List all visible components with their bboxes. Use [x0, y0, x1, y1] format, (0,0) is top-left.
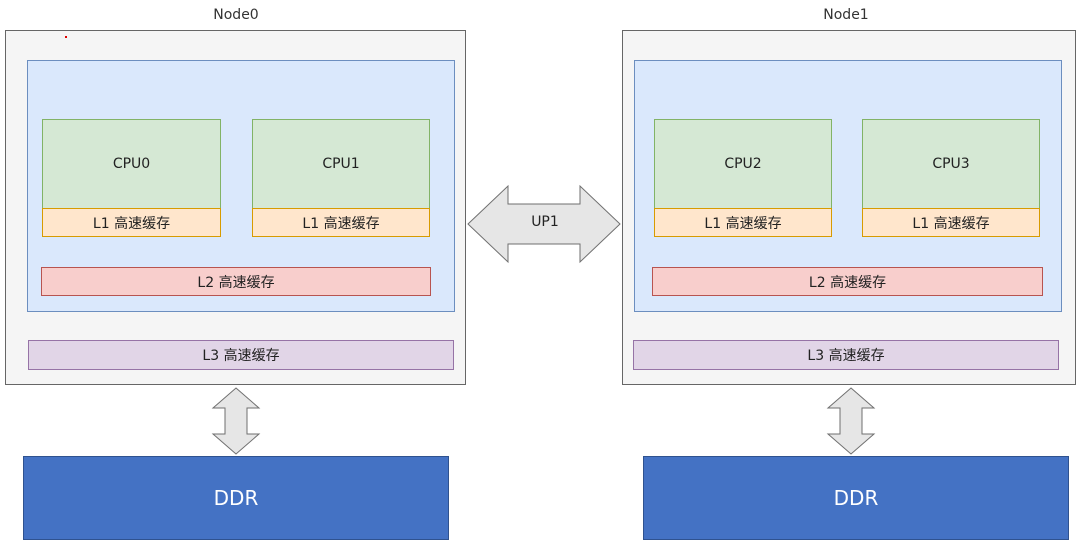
cpu2-box: CPU2	[654, 119, 832, 209]
cpu3-box: CPU3	[862, 119, 1040, 209]
cpu1-l1-cache: L1 高速缓存	[252, 208, 430, 237]
up1-label: UP1	[531, 214, 559, 230]
node0-l3-cache: L3 高速缓存	[28, 340, 454, 370]
cpu3-l1-cache: L1 高速缓存	[862, 208, 1040, 237]
up1-interconnect-arrow-icon	[467, 184, 621, 264]
node0-ddr-arrow-icon	[211, 387, 261, 455]
node1-l3-cache: L3 高速缓存	[633, 340, 1059, 370]
cpu2-l1-cache: L1 高速缓存	[654, 208, 832, 237]
node0-ddr: DDR	[23, 456, 449, 540]
node1-ddr: DDR	[643, 456, 1069, 540]
node0-l2-cache: L2 高速缓存	[41, 267, 431, 296]
stray-red-mark	[65, 36, 67, 38]
cpu0-l1-cache: L1 高速缓存	[42, 208, 221, 237]
node1-ddr-arrow-icon	[826, 387, 876, 455]
node0-title: Node0	[213, 7, 259, 23]
cpu0-box: CPU0	[42, 119, 221, 209]
cpu1-box: CPU1	[252, 119, 430, 209]
node1-title: Node1	[823, 7, 869, 23]
node1-l2-cache: L2 高速缓存	[652, 267, 1043, 296]
